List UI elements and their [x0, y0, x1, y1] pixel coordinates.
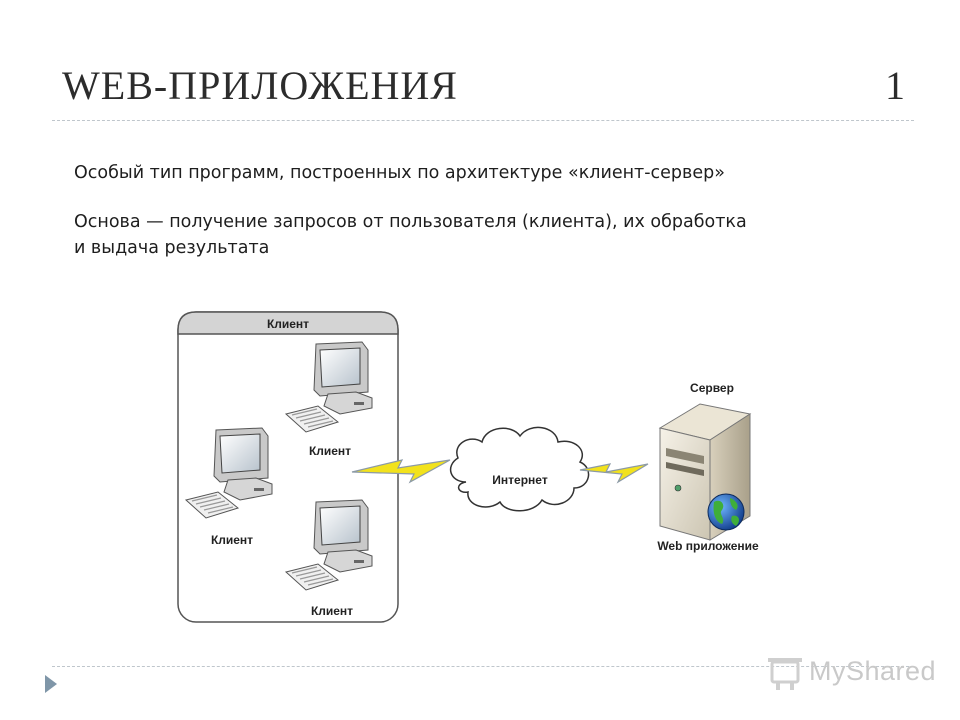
- client-group-title: Клиент: [267, 317, 309, 331]
- server-title: Сервер: [690, 381, 734, 395]
- server-icon: Сервер: [658, 381, 752, 541]
- client-label-1: Клиент: [309, 444, 351, 458]
- paragraph-basis-line1: Основа — получение запросов от пользоват…: [74, 212, 747, 232]
- globe-icon: [707, 493, 745, 531]
- paragraph-definition: Особый тип программ, построенных по архи…: [74, 163, 725, 183]
- watermark-logo: [768, 658, 802, 690]
- next-slide-arrow-icon[interactable]: [45, 675, 57, 693]
- lightning-icon: [351, 459, 451, 484]
- client-server-diagram: Клиент Клиент Клиент Клиент Интернет Сер…: [177, 311, 759, 623]
- title-divider: [52, 120, 914, 121]
- slide-title: WEB-ПРИЛОЖЕНИЯ: [62, 63, 458, 108]
- client-label-2: Клиент: [211, 533, 253, 547]
- cloud-icon: Интернет: [449, 426, 590, 512]
- paragraph-basis-line2: и выдача результата: [74, 238, 270, 258]
- footer-divider: [52, 666, 914, 667]
- slide-number: 1: [885, 63, 905, 108]
- lightning-icon: [579, 463, 649, 484]
- server-caption: Web приложение: [657, 539, 759, 553]
- watermark-text: MyShared: [809, 656, 937, 686]
- paragraph-basis: Основа — получение запросов от пользоват…: [74, 209, 874, 261]
- client-label-3: Клиент: [311, 604, 353, 618]
- internet-label: Интернет: [492, 473, 548, 487]
